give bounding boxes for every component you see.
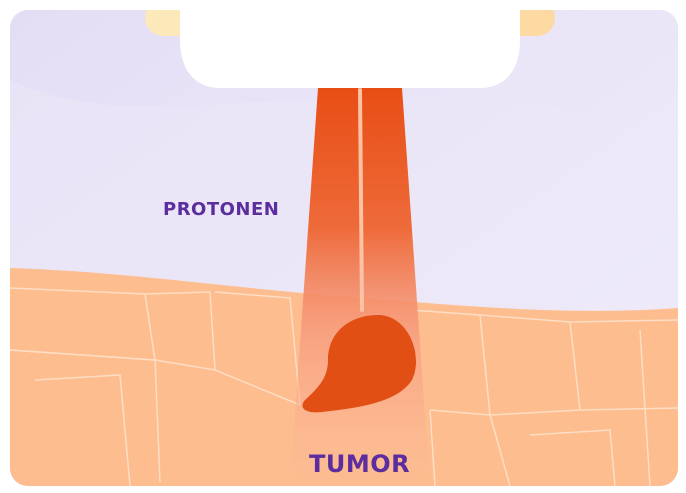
proton-therapy-illustration (10, 10, 678, 486)
protonen-label: PROTONEN (163, 199, 279, 220)
tumor-label: TUMOR (309, 450, 410, 478)
diagram-card: PROTONEN TUMOR (10, 10, 678, 486)
device-nozzle (180, 10, 520, 88)
beam-center-line (360, 90, 362, 310)
